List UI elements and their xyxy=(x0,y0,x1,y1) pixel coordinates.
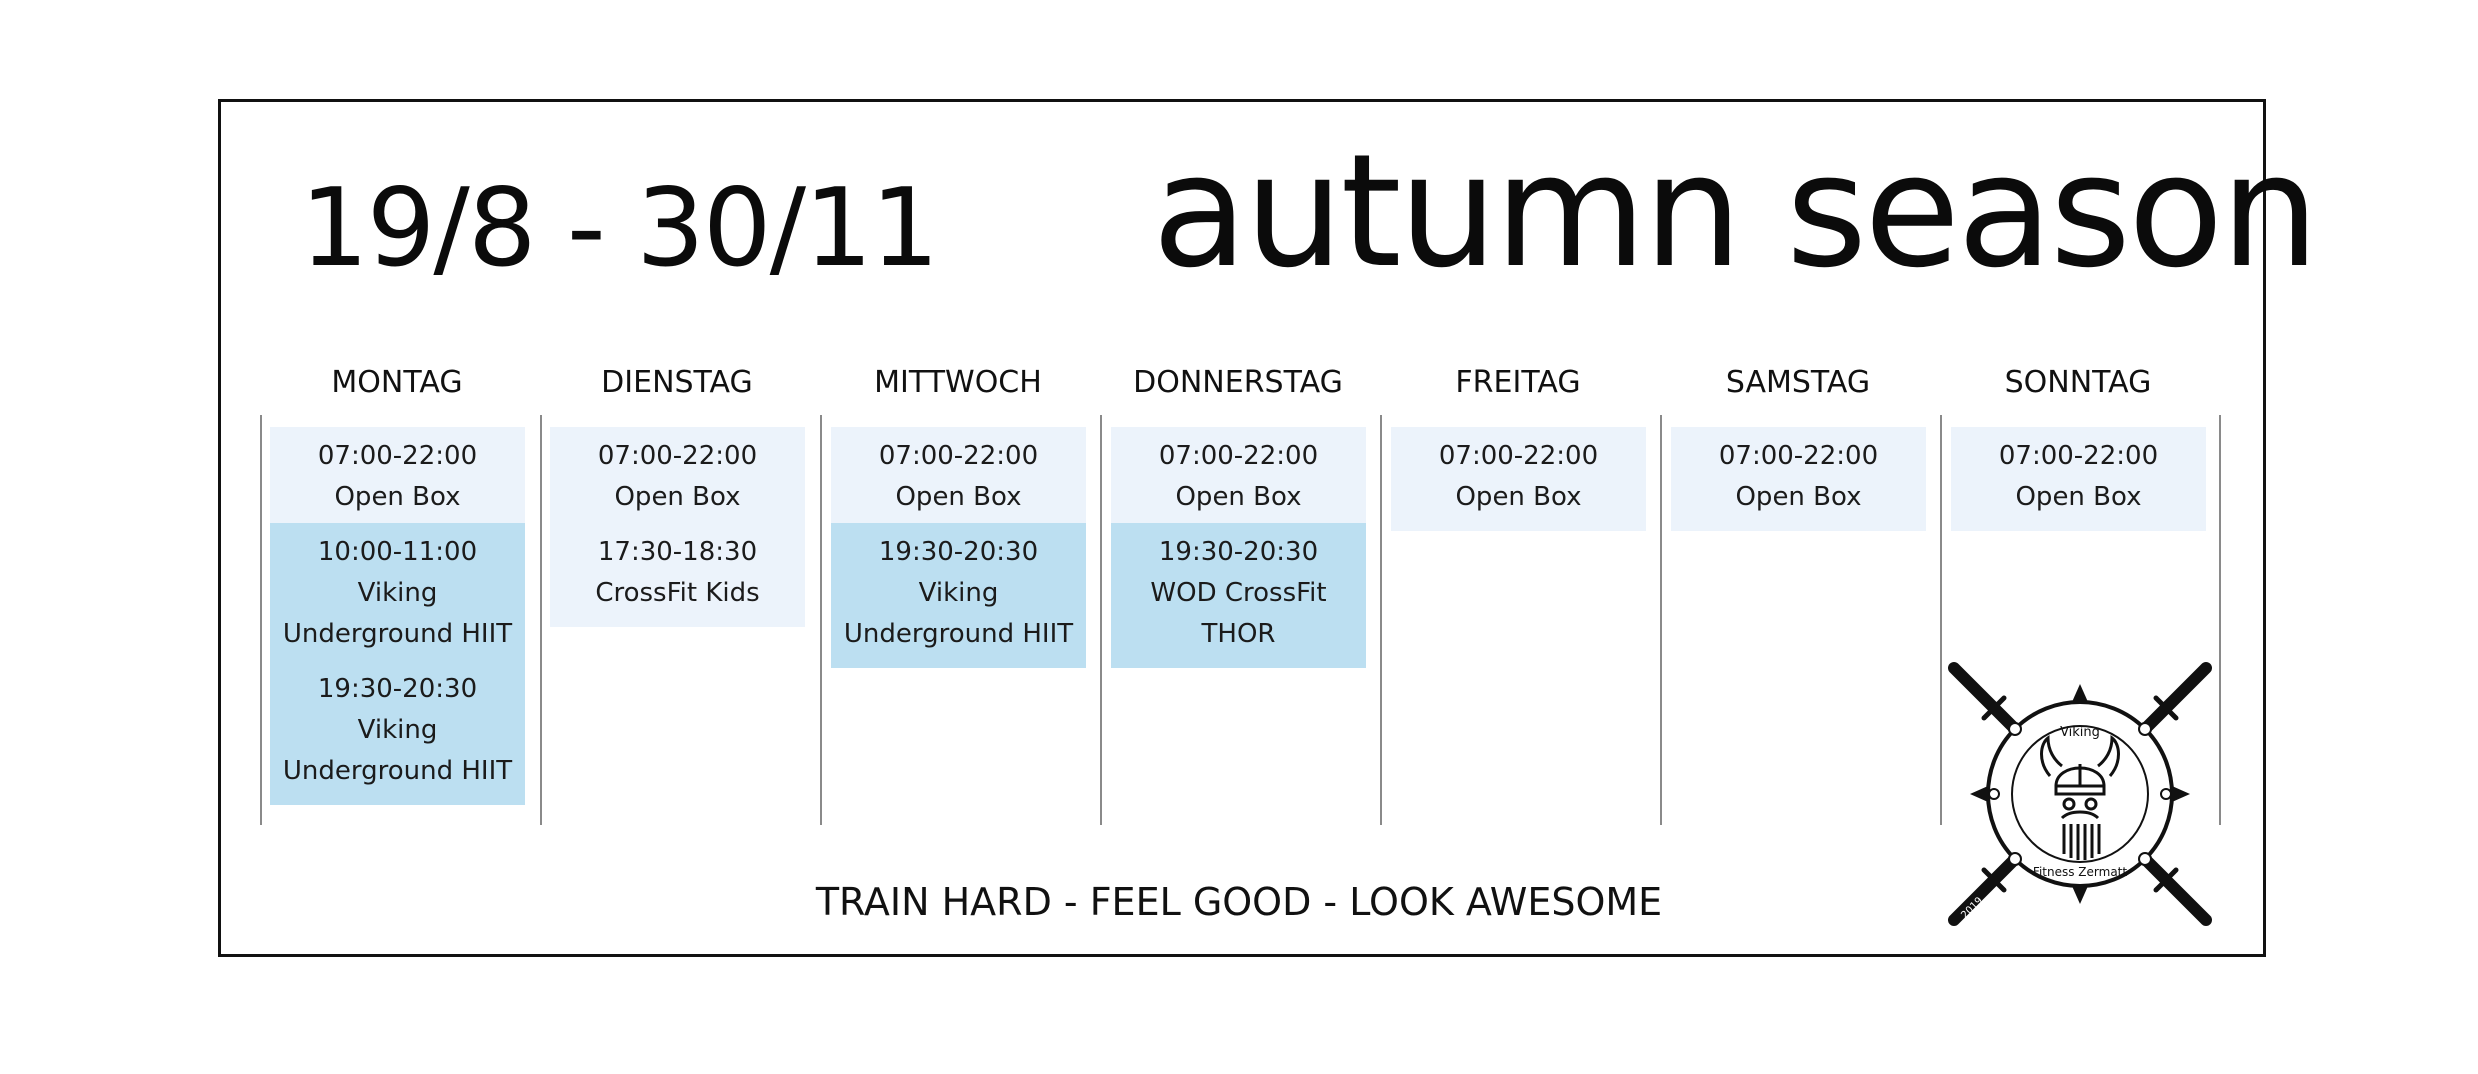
slot-title-line: THOR xyxy=(1201,619,1276,649)
day-title: DIENSTAG xyxy=(601,365,753,400)
slot-time: 17:30-18:30 xyxy=(597,537,758,567)
column-divider xyxy=(260,415,262,825)
slot-title-line: Viking xyxy=(918,578,999,608)
slot-title-line: Open Box xyxy=(1455,482,1582,512)
column-divider xyxy=(1100,415,1102,825)
season-title: autumn season xyxy=(1152,120,2319,302)
slot-time: 07:00-22:00 xyxy=(1998,441,2159,471)
column-divider xyxy=(2219,415,2221,825)
slot-time: 19:30-20:30 xyxy=(1158,537,1319,567)
slot-title-line: Open Box xyxy=(1735,482,1862,512)
slot-title-line: Viking xyxy=(357,715,438,745)
slot-title-line: Open Box xyxy=(895,482,1022,512)
day-title: DONNERSTAG xyxy=(1133,365,1343,400)
slot-time: 19:30-20:30 xyxy=(317,674,478,704)
slot-time: 07:00-22:00 xyxy=(1158,441,1319,471)
slot-time: 19:30-20:30 xyxy=(878,537,1039,567)
logo-ring-text-top: Viking xyxy=(2060,725,2100,740)
slot-title-line: Underground HIIT xyxy=(282,756,513,786)
column-divider xyxy=(1380,415,1382,825)
schedule-frame xyxy=(218,99,2266,957)
column-divider xyxy=(820,415,822,825)
slot-title-line: Underground HIIT xyxy=(843,619,1074,649)
slot-time: 07:00-22:00 xyxy=(878,441,1039,471)
logo-ring-text-bottom: Fitness Zermatt xyxy=(2033,865,2127,879)
day-title: SAMSTAG xyxy=(1725,365,1871,400)
slot-title-line: Viking xyxy=(357,578,438,608)
slot-title-line: Open Box xyxy=(2015,482,2142,512)
slot-title-line: Open Box xyxy=(1175,482,1302,512)
tagline: TRAIN HARD - FEEL GOOD - LOOK AWESOME xyxy=(815,880,1663,924)
slot-time: 10:00-11:00 xyxy=(317,537,478,567)
slot-title-line: Underground HIIT xyxy=(282,619,513,649)
slot-time: 07:00-22:00 xyxy=(317,441,478,471)
slot-title-line: Open Box xyxy=(334,482,461,512)
slot-time: 07:00-22:00 xyxy=(597,441,758,471)
viking-shield-crossed-swords-icon: Viking Fitness Zermatt 2019 xyxy=(1948,662,2212,926)
day-title: FREITAG xyxy=(1455,365,1581,400)
slot-time: 07:00-22:00 xyxy=(1438,441,1599,471)
day-title: MITTWOCH xyxy=(874,365,1042,400)
slot-time: 07:00-22:00 xyxy=(1718,441,1879,471)
column-divider xyxy=(1660,415,1662,825)
viking-fitness-logo: Viking Fitness Zermatt 2019 xyxy=(1944,658,2216,930)
column-divider xyxy=(1940,415,1942,825)
day-title: MONTAG xyxy=(331,365,463,400)
column-divider xyxy=(540,415,542,825)
date-range: 19/8 - 30/11 xyxy=(300,166,939,291)
slot-title-line: WOD CrossFit xyxy=(1150,578,1327,608)
day-title: SONNTAG xyxy=(2004,365,2152,400)
slot-title-line: CrossFit Kids xyxy=(595,578,760,608)
slot-title-line: Open Box xyxy=(614,482,741,512)
